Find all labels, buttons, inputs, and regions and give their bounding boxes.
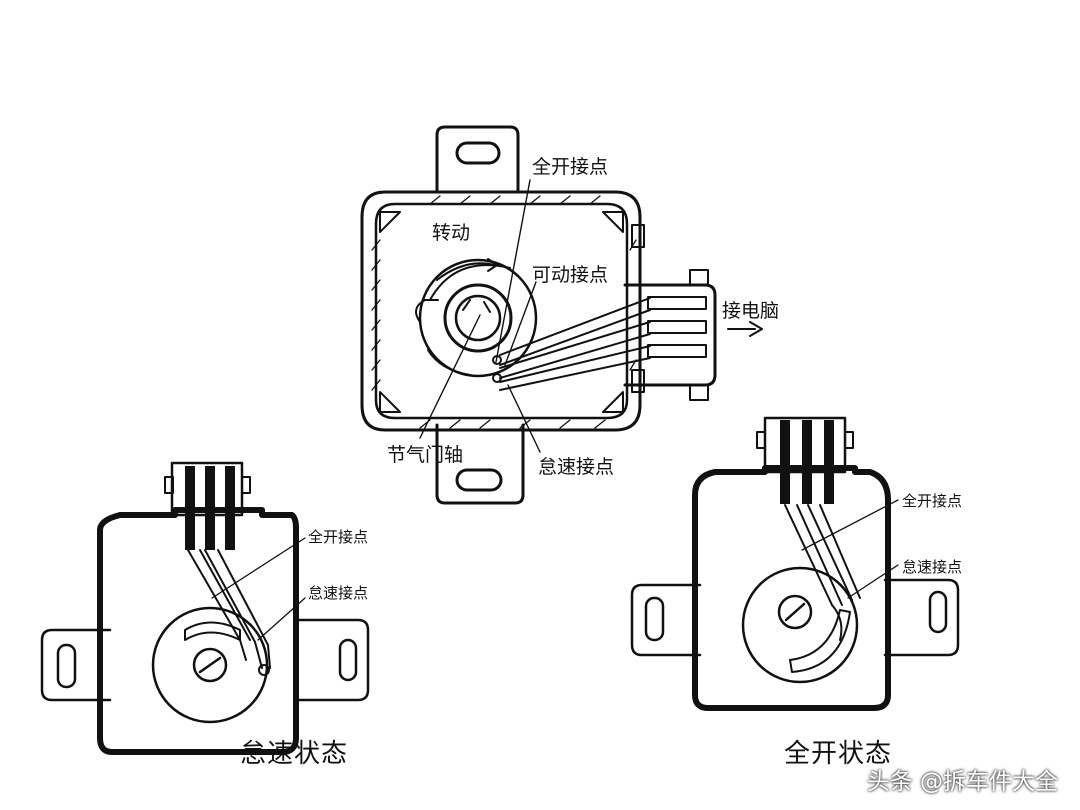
right-sensor-full-open [630, 416, 960, 711]
label-idle-contact-right: 怠速接点 [902, 558, 963, 576]
top-sensor [360, 125, 763, 505]
label-rotation: 转动 [432, 222, 471, 244]
caption-idle-state: 怠速状态 [240, 739, 349, 769]
watermark: 头条 @拆车件大全 [866, 769, 1058, 795]
label-to-ecu: 接电脑 [722, 300, 780, 322]
left-sensor-idle [40, 461, 370, 755]
label-idle-contact-left: 怠速接点 [308, 584, 369, 602]
caption-full-open-state: 全开状态 [784, 739, 893, 769]
label-full-open-contact-top: 全开接点 [532, 156, 609, 178]
label-full-open-contact-right: 全开接点 [902, 492, 963, 510]
label-idle-contact-top: 怠速接点 [538, 456, 615, 478]
label-full-open-contact-left: 全开接点 [308, 528, 369, 546]
label-throttle-shaft: 节气门轴 [387, 444, 464, 466]
label-movable-contact: 可动接点 [532, 264, 609, 286]
